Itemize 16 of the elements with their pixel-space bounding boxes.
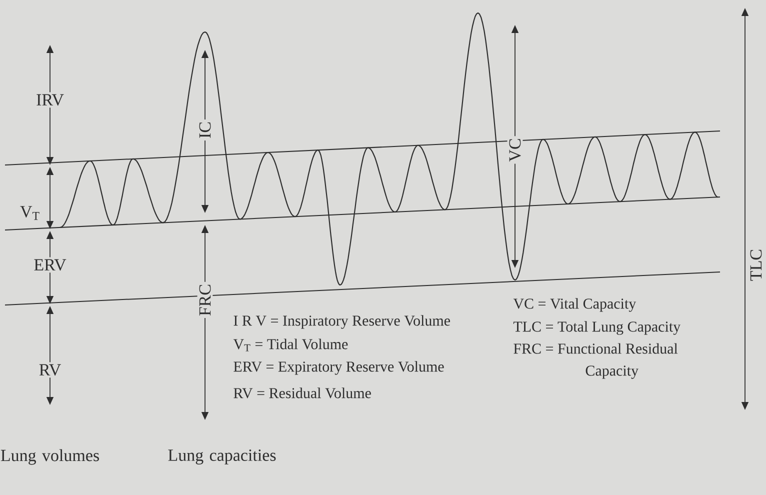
abbreviation-definition: I R V = Inspiratory Reserve Volume <box>234 315 450 329</box>
dimension-label: V$_{T}$ <box>20 206 40 220</box>
abbreviation-definition: FRC = Functional Residual Capacity <box>514 343 678 379</box>
abbreviation-definition: TLC = Total Lung Capacity <box>513 321 681 335</box>
abbreviation-definition: VC = Vital Capacity <box>513 298 636 312</box>
column-caption: Lung volumes <box>0 449 99 465</box>
dimension-label: TLC <box>748 246 764 284</box>
abbreviation-definition: V$_{T}$ = Tidal Volume <box>233 338 348 352</box>
dimension-label: VC <box>507 136 523 164</box>
dimension-label: IRV <box>34 92 66 108</box>
abbreviation-definition: RV = Residual Volume <box>234 388 371 398</box>
abbreviation-definition: ERV = Expiratory Reserve Volume <box>234 361 444 375</box>
dimension-label: FRC <box>197 282 213 318</box>
dimension-label: RV <box>36 362 64 378</box>
dimension-label: ERV <box>32 257 68 273</box>
column-caption: Lung capacities <box>168 450 276 464</box>
